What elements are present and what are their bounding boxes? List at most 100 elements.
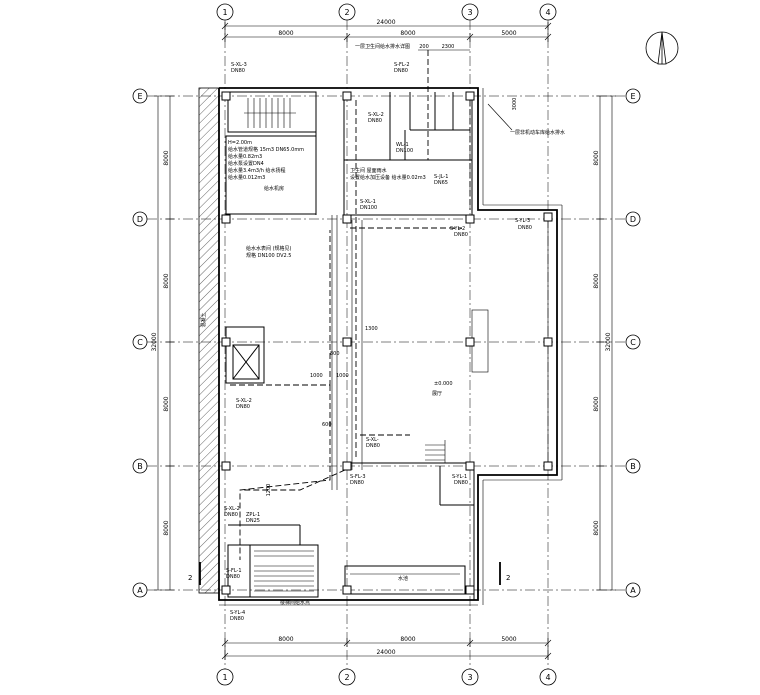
label-syl3-r-dn: DN80: [518, 225, 532, 231]
room-line-1: 给水管道规格 15m3 DN65.0mm: [228, 146, 304, 153]
inner-dimensions: 1000 1000 600 1200 1300 800: [266, 326, 378, 496]
label-syl4-dn: DN80: [230, 616, 244, 622]
dim-right-total: 32000: [605, 332, 612, 351]
label-sxl2-left: S-XL-2: [236, 398, 252, 404]
grid-label-2-bottom: 2: [344, 673, 349, 682]
dimension-top: [221, 22, 552, 42]
label-syl1-dn: DN80: [454, 480, 468, 486]
dim-top-small-2: 2300: [442, 44, 455, 50]
label-syl4: S-YL-4: [230, 610, 245, 616]
dim-inner-1: 1000: [310, 373, 323, 379]
note-top-right: 一层非机动车库给水排水: [510, 129, 565, 136]
stair-center: [425, 440, 446, 463]
grid-label-E-right: E: [630, 92, 635, 101]
left-note-2: 规格 DN100 DV2.5: [246, 252, 291, 259]
north-arrow: [645, 31, 679, 65]
grid-label-1-top: 1: [222, 8, 227, 17]
dim-top-small-1: 200: [419, 44, 429, 50]
grid-bubbles-left: E D C B A: [132, 88, 148, 598]
hatched-retaining-wall: [198, 87, 220, 594]
room-line-4: 给水量3.4m3/h 给水扬程: [228, 167, 285, 174]
label-wl1-dn: DN100: [396, 148, 413, 154]
room-line-3: 给水泵设置DN4: [228, 160, 264, 167]
pipes: [230, 50, 471, 560]
dim-top-span-3: 5000: [501, 30, 516, 37]
dimension-right: [596, 95, 616, 591]
dim-left-total: 32000: [151, 332, 158, 351]
dimension-left: [154, 95, 174, 591]
dim-left-span-3: 8000: [163, 396, 170, 411]
stair-note: 楼梯间给水点: [280, 599, 310, 606]
label-sxl2-left-dn: DN80: [236, 404, 250, 410]
grid-label-A-right: A: [630, 586, 636, 595]
grid-bubble-D-right: [625, 211, 641, 227]
grid-label-4-top: 4: [545, 8, 550, 17]
label-sfl3-dn: DN80: [350, 480, 364, 486]
grid-bubble-C-right: [625, 334, 641, 350]
dim-left-span-1: 8000: [163, 150, 170, 165]
mid-note-1: 卫生间 屋面雨水: [350, 167, 387, 174]
grid-label-1-bottom: 1: [222, 673, 227, 682]
outer-walls: [218, 87, 563, 606]
dim-right-span-1: 8000: [593, 150, 600, 165]
dim-left-span-4: 8000: [163, 520, 170, 535]
hall-elevation: ±0.000: [434, 381, 453, 387]
label-sxl1-mid-dn: DN100: [360, 205, 377, 211]
dim-inner-5: 1300: [365, 326, 378, 332]
room-elevation: H=2.00m: [228, 140, 252, 146]
grid-label-4-bottom: 4: [545, 673, 550, 682]
section-marks: 2 2: [188, 562, 510, 585]
dim-inner-3: 600: [322, 422, 332, 428]
label-wl1: WL-1: [396, 142, 409, 148]
label-sfl1: S-FL-1: [226, 568, 242, 574]
left-note: 给水水表间 (规格见): [246, 245, 292, 252]
label-sjl1: S-JL-1: [434, 174, 448, 180]
label-sfl2-dn: DN80: [394, 68, 408, 74]
grid-label-3-bottom: 3: [467, 673, 472, 682]
dim-top-total: 24000: [376, 19, 395, 26]
room-line-2: 给水量0.82m3: [228, 153, 262, 160]
bottom-room: 水池: [398, 575, 408, 582]
grid-label-B-left: B: [137, 462, 143, 471]
dimension-bottom: [221, 638, 552, 660]
label-sfl2: S-FL-2: [394, 62, 410, 68]
room-tag: 给水机房: [264, 185, 284, 192]
label-sfl1-dn: DN80: [226, 574, 240, 580]
dim-bottom-total: 24000: [376, 649, 395, 656]
label-syl2: S-YL-2: [450, 226, 465, 232]
label-sxl2-top-dn: DN80: [368, 118, 382, 124]
label-zpl1-dn: DN25: [246, 518, 260, 524]
grid-label-A-left: A: [137, 586, 143, 595]
grid-label-B-right: B: [630, 462, 636, 471]
label-syl1: S-YL-1: [452, 474, 467, 480]
dim-top-span-2: 8000: [400, 30, 415, 37]
label-sfl3: S-FL-3: [350, 474, 366, 480]
label-sxl-c: S-XL-: [366, 437, 379, 443]
grid-label-D-left: D: [137, 215, 143, 224]
note-top-center: 一层卫生间给水排水详图: [355, 43, 410, 50]
section-mark-left: 2: [188, 574, 192, 582]
stair-top-left: [244, 98, 296, 128]
dim-bottom-span-1: 8000: [278, 636, 293, 643]
grid-bubbles-top: 1 2 3 4: [216, 3, 557, 21]
label-sxl2-bl: S-XL-2: [224, 506, 240, 512]
hall-name: 展厅: [432, 391, 442, 397]
label-sxl2-bl-dn: DN80: [224, 512, 238, 518]
grid-bubble-E-right: [625, 88, 641, 104]
dim-inner-6: 800: [330, 351, 340, 357]
label-sxl3-dn: DN80: [231, 68, 245, 74]
dim-left-span-2: 8000: [163, 273, 170, 288]
dim-right-small: 3000: [512, 98, 518, 111]
label-syl2-dn: DN80: [454, 232, 468, 238]
dim-right-span-3: 8000: [593, 396, 600, 411]
dim-right-span-2: 8000: [593, 273, 600, 288]
grid-bubbles-bottom: 1 2 3 4: [216, 668, 557, 686]
room-line-5: 给水量0.012m3: [228, 174, 265, 181]
label-sxl-c-dn: DN80: [366, 443, 380, 449]
grid-label-C-right: C: [630, 338, 636, 347]
grid-bubble-A-right: [625, 582, 641, 598]
wall-material-label: 混凝土: [200, 312, 207, 327]
grid-bubble-B-right: [625, 458, 641, 474]
